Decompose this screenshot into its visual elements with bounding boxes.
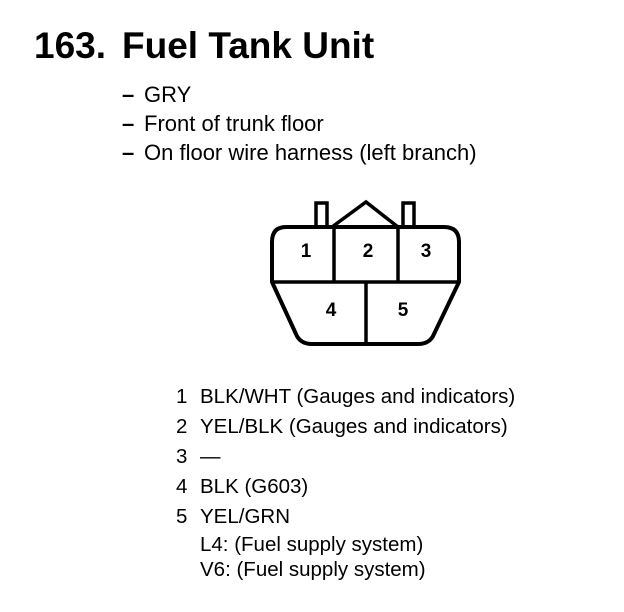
locking-tab-left [314,201,329,229]
pin-wire: BLK (G603) [200,475,309,498]
detail-location: –Front of trunk floor [122,109,477,138]
pin-number: 3 [176,445,188,468]
connector-face-diagram: 1 2 3 4 5 [270,199,461,346]
detail-text: Front of trunk floor [144,111,324,136]
detail-dash: – [122,140,135,165]
pin-variant-l4: L4: (Fuel supply system) [200,533,424,556]
pin-number: 4 [176,475,188,498]
detail-dash: – [122,82,135,107]
cavity-label-1: 1 [301,241,312,262]
pin-wire: YEL/BLK (Gauges and indicators) [200,415,508,438]
cavity-label-4: 4 [326,300,337,321]
pin-row-4: 4 BLK (G603) [176,472,515,502]
pin-wire: — [200,445,221,468]
pin-wire: YEL/GRN [200,505,290,528]
locking-tab-right [401,201,416,229]
pin-row-3: 3— [176,442,515,472]
cavity-label-3: 3 [421,241,432,262]
detail-color: –GRY [122,80,477,109]
connector-details: –GRY –Front of trunk floor –On floor wir… [122,80,477,167]
pin-row-5: 5 YEL/GRN L4: (Fuel supply system) V6: (F… [176,502,515,582]
pin-number: 1 [176,385,188,408]
cavity-label-2: 2 [363,241,374,262]
pin-row-1: 1 BLK/WHT (Gauges and indicators) [176,382,515,412]
pin-wire: BLK/WHT (Gauges and indicators) [200,385,516,408]
detail-dash: – [122,111,135,136]
cavity-label-5: 5 [398,300,409,321]
title-number: 163. [34,25,107,66]
pin-list: 1 BLK/WHT (Gauges and indicators) 2 YEL/BL… [176,382,515,582]
detail-harness: –On floor wire harness (left branch) [122,138,477,167]
title-name: Fuel Tank Unit [122,25,375,66]
detail-text: GRY [144,82,192,107]
pin-number: 2 [176,415,188,438]
page-title: 163. Fuel Tank Unit [34,24,374,68]
detail-text: On floor wire harness (left branch) [144,140,477,165]
connector-key [330,199,400,229]
pin-variant-v6: V6: (Fuel supply system) [200,558,426,581]
pin-number: 5 [176,505,188,528]
pin-row-2: 2 YEL/BLK (Gauges and indicators) [176,412,515,442]
